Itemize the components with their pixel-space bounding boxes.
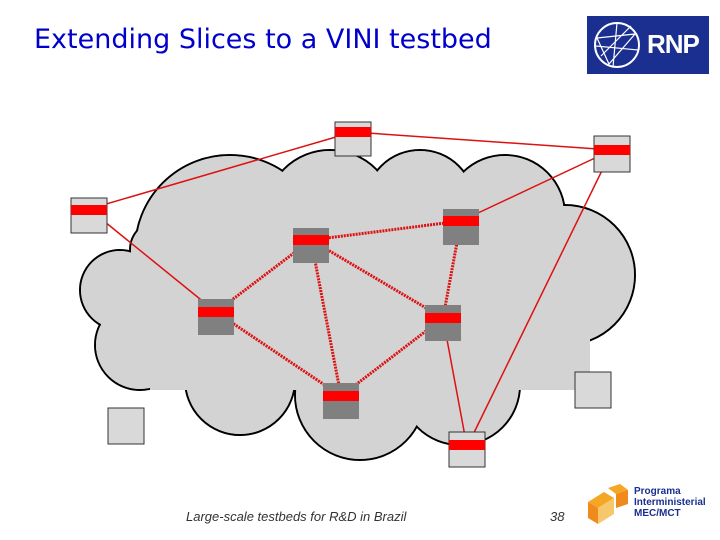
programa-line3: MEC/MCT: [634, 508, 681, 519]
node-12-idle: [574, 371, 612, 409]
node-9: [593, 135, 631, 173]
rnp-globe-icon: [594, 22, 640, 68]
node-1: [70, 197, 108, 234]
link-n3-n6: [310, 238, 444, 320]
slide-title: Extending Slices to a VINI testbed: [34, 24, 492, 55]
programa-line1: Programa: [634, 486, 681, 497]
link-n2-n9: [352, 131, 613, 151]
node-7: [323, 383, 359, 419]
node-10: [448, 431, 486, 468]
programa-logo-text: Programa Interministerial MEC/MCT: [634, 486, 706, 519]
node-4: [443, 209, 479, 245]
link-n3-n4: [310, 219, 462, 242]
programa-interministerial-logo: Programa Interministerial MEC/MCT: [580, 484, 706, 532]
link-n1-n2: [88, 131, 354, 210]
node-3: [293, 228, 329, 263]
programa-line2: Interministerial: [634, 497, 706, 508]
node-2: [334, 121, 372, 157]
rnp-logo-text: RNP: [647, 29, 700, 59]
node-11-idle: [107, 407, 145, 445]
slide-footer: Large-scale testbeds for R&D in Brazil: [186, 509, 407, 524]
page-number: 38: [550, 509, 565, 524]
node-5: [198, 299, 234, 335]
link-n9-n4: [460, 149, 613, 222]
node-6: [425, 305, 461, 341]
link-n1-n5: [88, 208, 217, 313]
rnp-logo: RNP: [587, 16, 709, 74]
link-n3-n7: [309, 239, 343, 397]
link-n5-n7: [215, 310, 342, 398]
cube-logo-icon: [588, 484, 628, 524]
link-n9-n10: [466, 149, 613, 448]
